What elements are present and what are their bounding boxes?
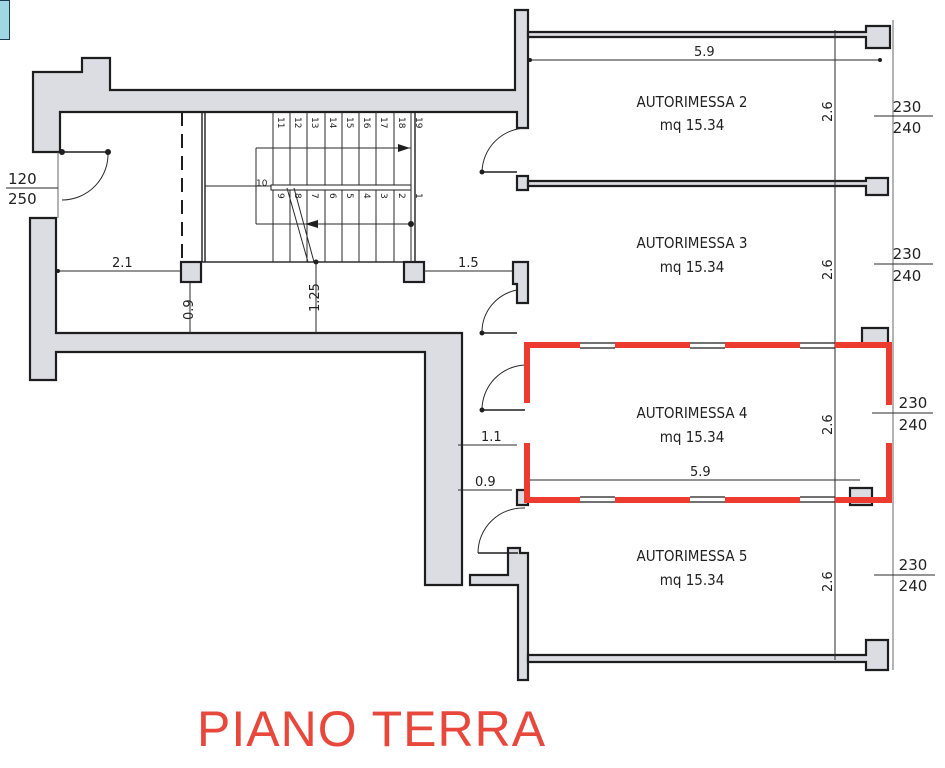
svg-text:11: 11 bbox=[275, 117, 285, 128]
svg-text:mq 15.34: mq 15.34 bbox=[660, 116, 725, 134]
svg-text:9: 9 bbox=[275, 193, 285, 199]
svg-text:230: 230 bbox=[893, 98, 922, 116]
svg-text:14: 14 bbox=[327, 117, 337, 129]
svg-text:8: 8 bbox=[292, 193, 302, 199]
svg-text:240: 240 bbox=[899, 416, 928, 434]
svg-text:18: 18 bbox=[396, 117, 406, 129]
svg-text:240: 240 bbox=[893, 119, 922, 137]
svg-text:2: 2 bbox=[396, 193, 406, 199]
svg-text:230: 230 bbox=[899, 556, 928, 574]
svg-text:AUTORIMESSA 2: AUTORIMESSA 2 bbox=[636, 93, 747, 111]
svg-text:16: 16 bbox=[361, 117, 371, 129]
walls bbox=[28, 8, 892, 682]
svg-text:2.1: 2.1 bbox=[112, 256, 133, 271]
svg-text:250: 250 bbox=[8, 190, 37, 208]
garage-2: AUTORIMESSA 2 mq 15.34 2.6 230 240 bbox=[636, 93, 933, 137]
svg-text:120: 120 bbox=[8, 170, 37, 188]
svg-text:2.6: 2.6 bbox=[821, 414, 836, 435]
svg-text:19: 19 bbox=[413, 117, 423, 129]
garage-4-highlighted: AUTORIMESSA 4 mq 15.34 2.6 230 240 bbox=[524, 342, 933, 503]
svg-text:6: 6 bbox=[327, 193, 337, 199]
svg-text:AUTORIMESSA 5: AUTORIMESSA 5 bbox=[636, 547, 747, 565]
svg-text:7: 7 bbox=[309, 193, 319, 199]
highlight-outline bbox=[524, 342, 892, 503]
svg-text:1.25: 1.25 bbox=[308, 283, 323, 312]
garage-3: AUTORIMESSA 3 mq 15.34 2.6 230 240 bbox=[636, 234, 933, 285]
svg-text:230: 230 bbox=[893, 245, 922, 263]
svg-text:12: 12 bbox=[292, 117, 302, 128]
svg-text:5.9: 5.9 bbox=[690, 465, 711, 480]
svg-text:13: 13 bbox=[309, 117, 319, 128]
svg-text:15: 15 bbox=[344, 117, 354, 128]
svg-text:5.9: 5.9 bbox=[694, 45, 715, 60]
corner-tab-marker bbox=[0, 0, 10, 40]
svg-text:2.6: 2.6 bbox=[821, 571, 836, 592]
svg-text:230: 230 bbox=[899, 394, 928, 412]
svg-text:2.6: 2.6 bbox=[821, 259, 836, 280]
svg-text:5: 5 bbox=[344, 193, 354, 199]
corridor-doors bbox=[477, 127, 528, 554]
svg-text:mq 15.34: mq 15.34 bbox=[660, 571, 725, 589]
floor-title: PIANO TERRA bbox=[197, 701, 547, 757]
svg-text:AUTORIMESSA 4: AUTORIMESSA 4 bbox=[636, 404, 747, 422]
garage-5: AUTORIMESSA 5 mq 15.34 2.6 230 240 bbox=[636, 547, 935, 595]
entrance-dimension: 120 250 bbox=[6, 170, 58, 208]
svg-text:mq 15.34: mq 15.34 bbox=[660, 258, 725, 276]
svg-text:AUTORIMESSA 3: AUTORIMESSA 3 bbox=[636, 234, 747, 252]
svg-text:17: 17 bbox=[378, 117, 388, 128]
entrance-door bbox=[57, 149, 111, 218]
svg-text:2.6: 2.6 bbox=[821, 101, 836, 122]
svg-text:0.9: 0.9 bbox=[182, 299, 197, 320]
svg-text:4: 4 bbox=[361, 193, 371, 199]
hall-dimensions: 2.1 0.9 1.25 1.5 1.1 0.9 bbox=[56, 256, 517, 491]
staircase: 11 12 13 14 15 16 17 18 19 9 8 7 6 5 4 3… bbox=[201, 111, 423, 265]
svg-text:240: 240 bbox=[893, 267, 922, 285]
svg-text:0.9: 0.9 bbox=[475, 475, 496, 490]
svg-text:1: 1 bbox=[413, 193, 423, 199]
svg-text:240: 240 bbox=[899, 577, 928, 595]
svg-text:1.1: 1.1 bbox=[481, 430, 502, 445]
svg-text:10: 10 bbox=[256, 179, 268, 189]
svg-text:3: 3 bbox=[378, 193, 388, 199]
svg-text:mq 15.34: mq 15.34 bbox=[660, 428, 725, 446]
svg-text:1.5: 1.5 bbox=[458, 256, 479, 271]
